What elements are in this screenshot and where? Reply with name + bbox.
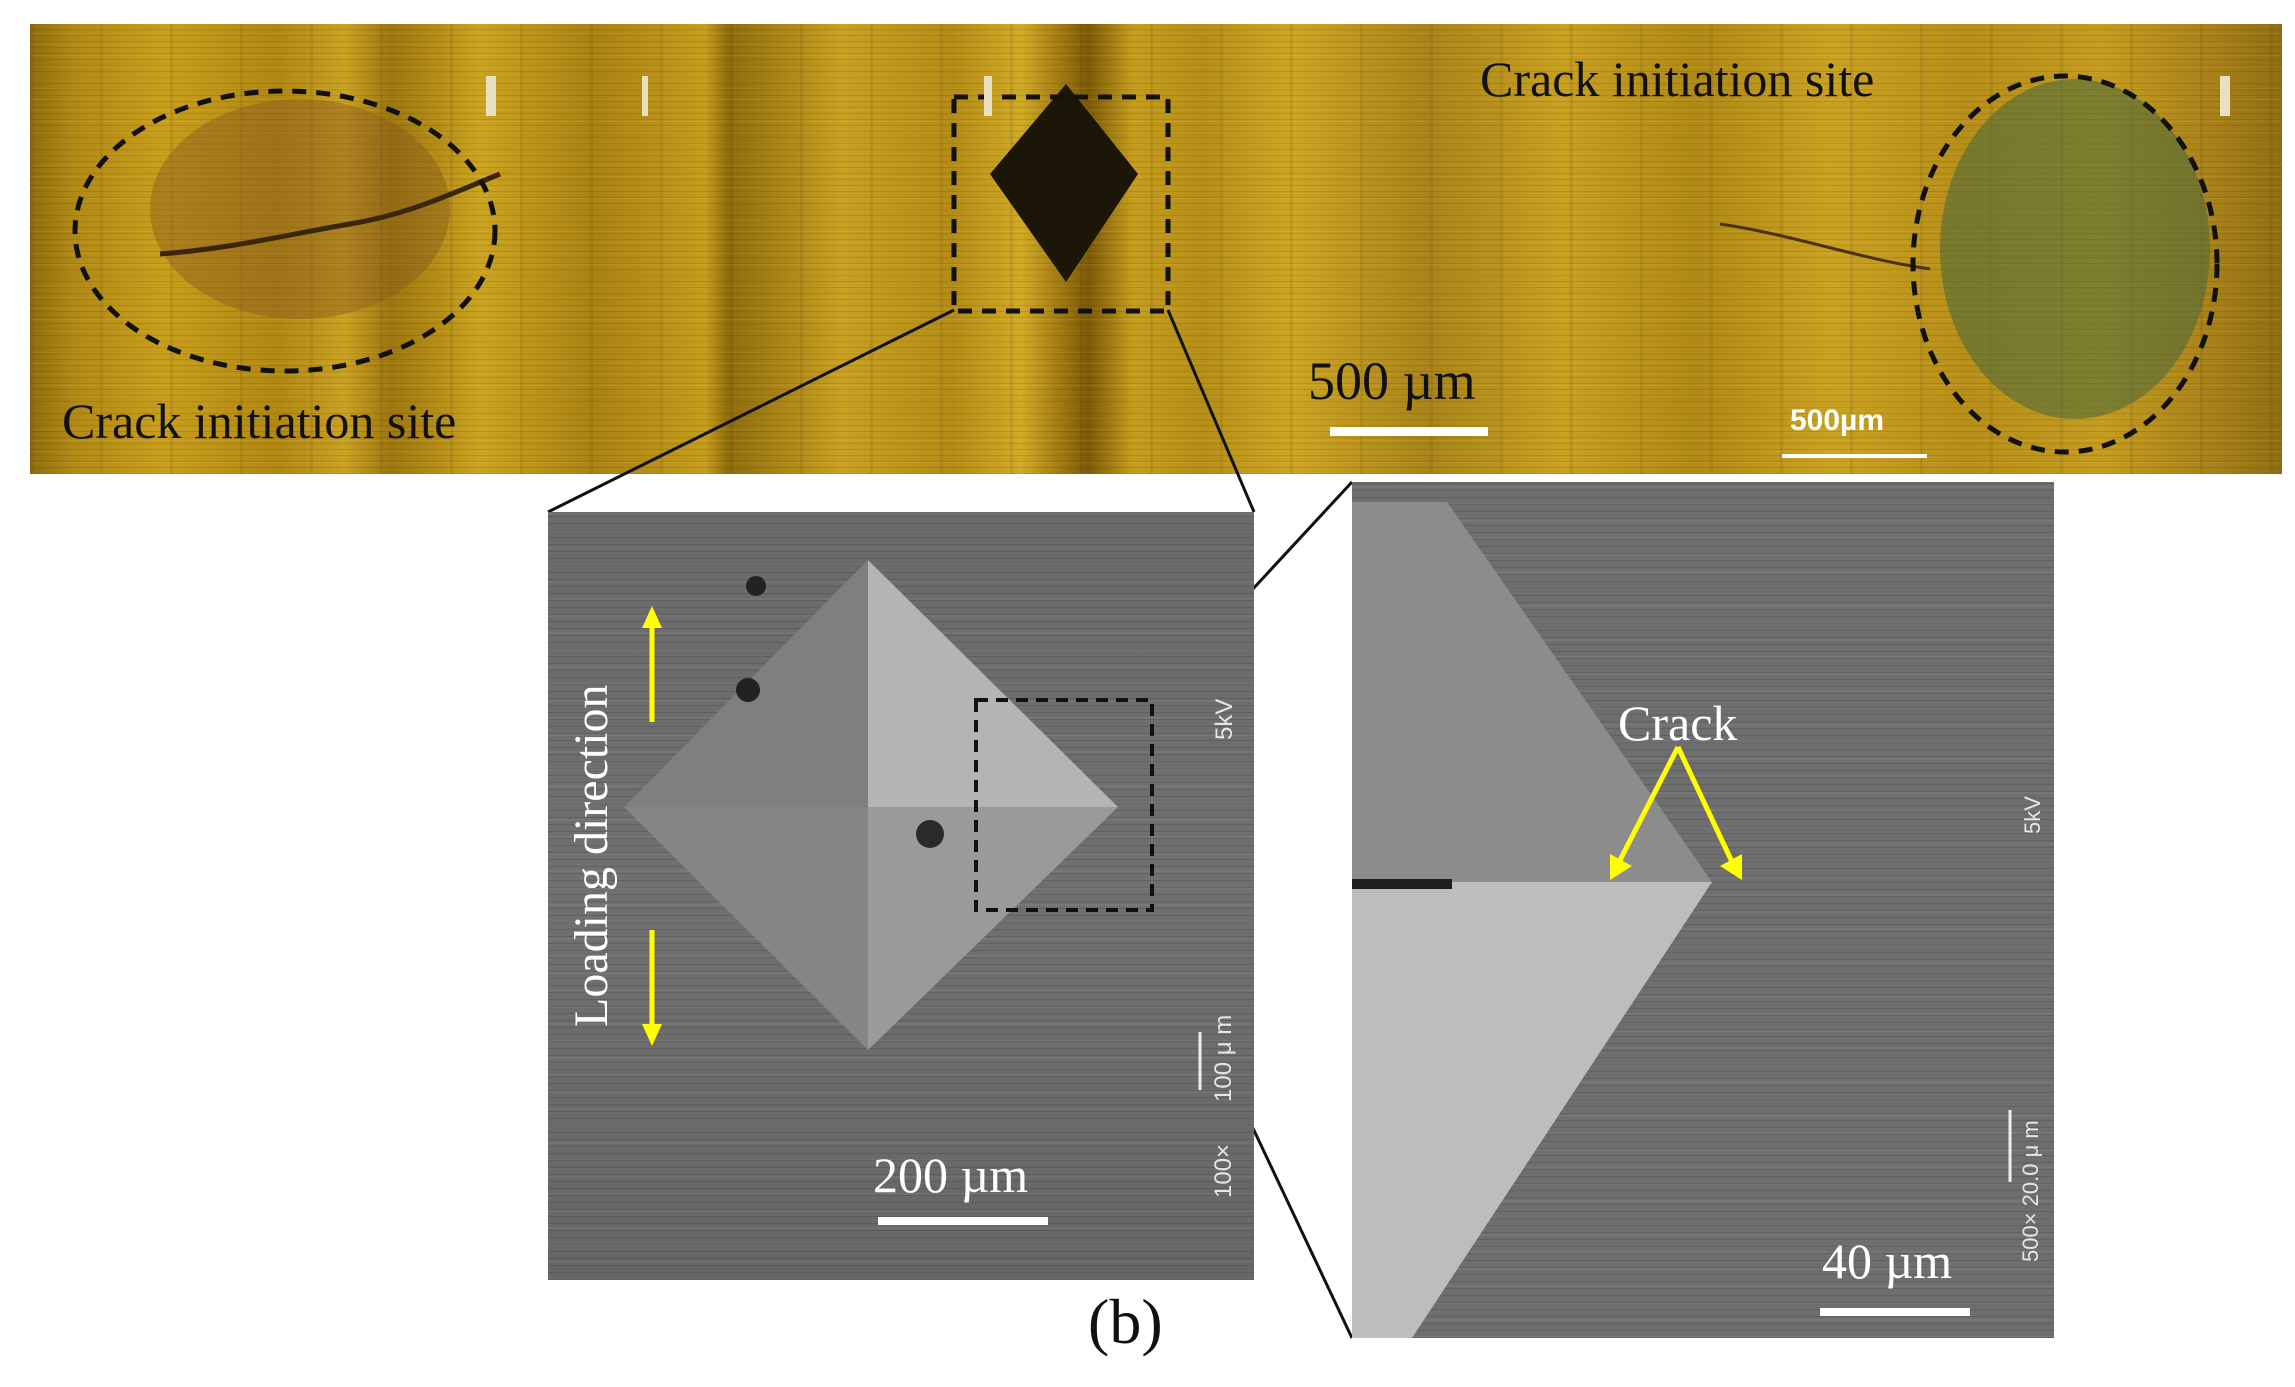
high-mag-voltage: 5kV <box>2020 796 2045 834</box>
high-mag-scale-bar <box>1820 1308 1970 1316</box>
sem-low-magnification: Loading direction 200 µm 5kV 100× 100 μ … <box>548 512 1254 1280</box>
reference-mark <box>486 76 496 116</box>
right-site-outline <box>1910 73 2220 455</box>
high-mag-instrument-scale: 500× 20.0 μ m <box>2018 1120 2043 1262</box>
left-damage-zone <box>150 99 450 319</box>
crack-line <box>1352 879 1452 889</box>
crack-arrow-left <box>1614 745 1681 868</box>
high-mag-scale-text: 40 µm <box>1822 1233 1953 1289</box>
indent-face-bottom-right <box>868 807 1118 1050</box>
main-scale-text: 500 µm <box>1308 351 1476 411</box>
loading-arrowhead-down <box>642 1024 662 1046</box>
optical-overlay <box>72 73 2230 458</box>
inset-scale-text: 500µm <box>1790 404 1885 437</box>
crack-arrow-right <box>1675 745 1737 868</box>
reference-mark <box>984 76 992 116</box>
right-crack-line <box>1719 222 1931 271</box>
crack-arrowhead-right <box>1720 854 1742 880</box>
low-mag-instrument-scale: 100 μ m <box>1210 1014 1237 1102</box>
callout-line-right <box>1166 309 1256 513</box>
sem-low-overlay <box>624 560 1202 1225</box>
loading-arrowhead-up <box>642 606 662 628</box>
loading-direction-label: Loading direction <box>565 684 618 1027</box>
low-mag-magnification: 100× <box>1210 1143 1237 1198</box>
crack-label: Crack <box>1618 695 1738 751</box>
crack-arrowhead-left <box>1610 854 1632 880</box>
surface-pit <box>916 820 944 848</box>
surface-pit <box>736 678 760 702</box>
callout-line-left <box>547 308 955 514</box>
low-mag-voltage: 5kV <box>1211 698 1238 740</box>
indent-highlight-box <box>951 94 1171 314</box>
low-mag-scale-bar <box>878 1217 1048 1225</box>
indent-face-bottom-left <box>624 807 868 1050</box>
left-site-label: Crack initiation site <box>62 393 457 449</box>
low-mag-scale-text: 200 µm <box>873 1147 1029 1203</box>
panel-label: (b) <box>1088 1286 1163 1357</box>
left-site-outline <box>72 88 498 374</box>
indent-face-lower <box>1352 882 1712 1338</box>
vickers-indent <box>990 84 1138 282</box>
right-site-label: Crack initiation site <box>1480 51 1875 107</box>
inset-scale-bar <box>1782 454 1927 458</box>
right-damage-zone <box>1940 79 2210 419</box>
main-scale-bar <box>1330 427 1488 436</box>
zoom-box <box>974 698 1154 912</box>
left-crack-line <box>159 171 501 257</box>
sem-high-overlay <box>1352 502 2012 1338</box>
reference-mark <box>642 76 648 116</box>
sem-high-magnification: Crack 40 µm 5kV 500× 20.0 μ m <box>1352 482 2054 1338</box>
reference-mark <box>2220 76 2230 116</box>
indent-face-top-right <box>868 560 1118 807</box>
surface-pit <box>746 576 766 596</box>
optical-micrograph: Crack initiation site Crack initiation s… <box>30 24 2282 474</box>
indent-face-upper <box>1352 502 1712 882</box>
